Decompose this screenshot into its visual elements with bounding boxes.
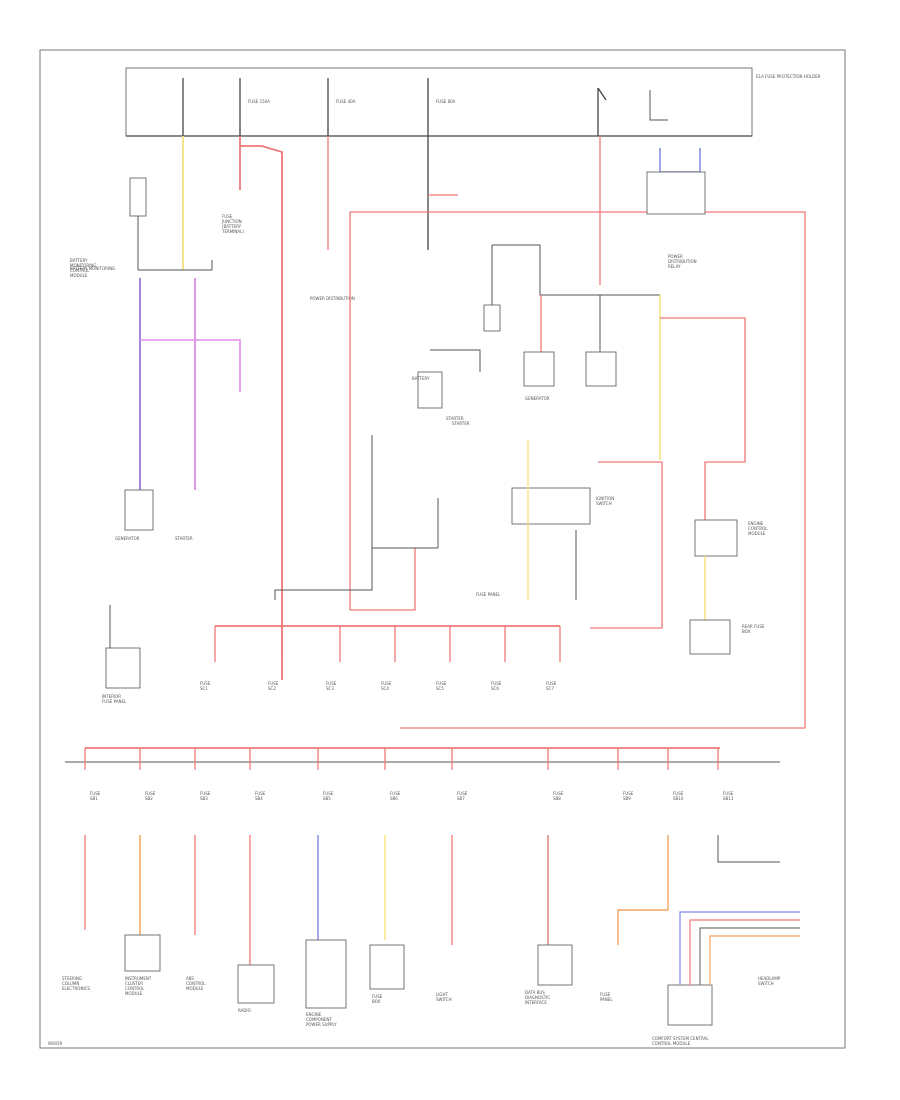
- svg-text:GENERATOR: GENERATOR: [115, 536, 140, 541]
- ignition-switch-box: [511, 487, 591, 525]
- generator-control-box: [646, 171, 706, 215]
- instrument-cluster-box: [124, 934, 161, 972]
- power-relay-box: [694, 519, 738, 557]
- fuse-label-40a: FUSE 40A: [336, 99, 356, 104]
- radio-box: [237, 964, 275, 1004]
- footer-code: W0039: [48, 1041, 63, 1046]
- battery-monitor-box: [129, 177, 147, 217]
- fuse-label-80a: FUSE 80A: [436, 99, 456, 104]
- component-box-left-a: [124, 489, 154, 531]
- main-red-feed: [240, 145, 283, 680]
- svg-text:STARTER: STARTER: [175, 536, 193, 541]
- label-battery: BATTERY: [412, 376, 430, 381]
- svg-text:POWER DISTRIBUTION: POWER DISTRIBUTION: [310, 296, 355, 301]
- diagram-frame: [39, 49, 846, 1049]
- label-starter: STARTER: [446, 416, 464, 421]
- battery-monitor-label: BATTERY MONITORING: [70, 266, 115, 271]
- data-bus-box: [537, 944, 573, 986]
- bottom-module-label-4: RADIO: [238, 1008, 251, 1013]
- svg-text:STARTER: STARTER: [452, 421, 470, 426]
- left-lower-box: [105, 647, 141, 689]
- power-distribution-relay: STARTER: [417, 244, 746, 655]
- fuse-box-bottom: [369, 944, 405, 990]
- fuse-holder-side-label: E1A FUSE PROTECTION HOLDER: [756, 74, 821, 79]
- ignition-switch-area: [274, 435, 663, 629]
- label-generator: GENERATOR: [525, 396, 550, 401]
- left-battery-branch: BATTERY MONITORING GENERATOR STARTER: [70, 136, 241, 541]
- comfort-module-box: [667, 984, 713, 1026]
- engine-supply-box: [305, 939, 347, 1009]
- label-fuse-panel-main: FUSE PANEL: [476, 592, 501, 597]
- fuse-label-150a: FUSE 150A: [248, 99, 270, 104]
- battery-box: [417, 371, 443, 409]
- center-red-loop: [350, 211, 806, 729]
- fuse-protection-holder: FUSE 150A FUSE 40A FUSE 80A E1A FUSE PRO…: [125, 67, 821, 137]
